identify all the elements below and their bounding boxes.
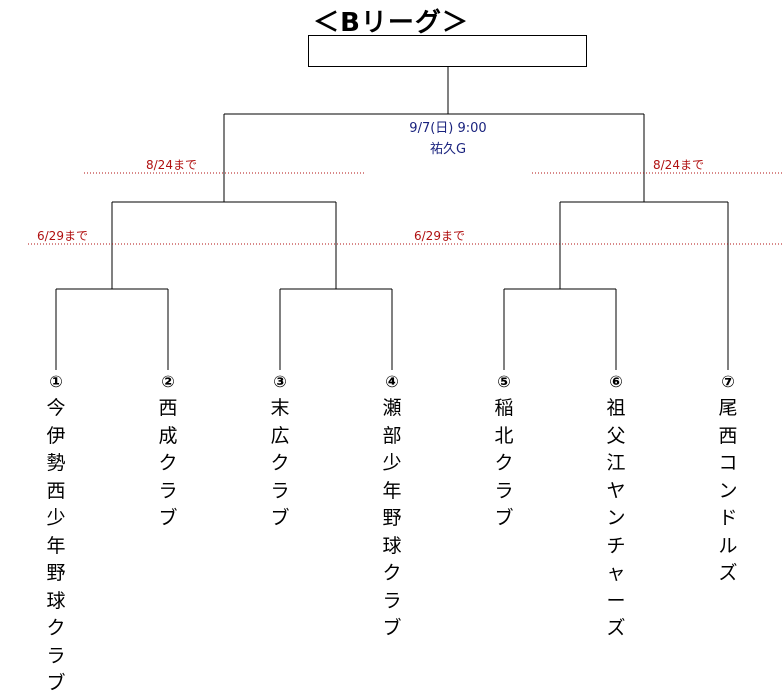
team-number: ④ — [385, 372, 399, 391]
team-1: ① 今伊勢西少年野球クラブ — [42, 372, 70, 698]
champion-box — [308, 35, 587, 67]
team-number: ⑤ — [497, 372, 511, 391]
team-2: ② 西成クラブ — [154, 372, 182, 533]
team-name: 今伊勢西少年野球クラブ — [46, 397, 66, 694]
team-name: 西成クラブ — [158, 397, 178, 529]
team-name: 瀬部少年野球クラブ — [382, 397, 402, 639]
deadline-left-upper: 8/24まで — [146, 158, 197, 172]
team-name: 末広クラブ — [270, 397, 290, 529]
final-match-info: 9/7(日) 9:00 祐久G — [384, 118, 512, 160]
page-title: ＜Bリーグ＞ — [313, 8, 469, 38]
bracket-lines — [28, 67, 782, 370]
team-number: ② — [161, 372, 175, 391]
final-date: 9/7(日) 9:00 — [409, 121, 487, 136]
team-5: ⑤ 稲北クラブ — [490, 372, 518, 533]
team-3: ③ 末広クラブ — [266, 372, 294, 533]
team-number: ⑥ — [609, 372, 623, 391]
bracket-stage: ＜Bリーグ＞ 9/7(日) 9:00 祐久G 8/24まで 8/24まで 6/2… — [28, 8, 782, 694]
team-number: ③ — [273, 372, 287, 391]
team-6: ⑥ 祖父江ヤンチャーズ — [602, 372, 630, 643]
deadline-left-lower: 6/29まで — [37, 229, 88, 243]
team-number: ① — [49, 372, 63, 391]
team-4: ④ 瀬部少年野球クラブ — [378, 372, 406, 643]
team-7: ⑦ 尾西コンドルズ — [714, 372, 742, 588]
deadline-right-upper: 8/24まで — [653, 158, 704, 172]
team-name: 祖父江ヤンチャーズ — [606, 397, 626, 639]
deadline-center-lower: 6/29まで — [414, 229, 465, 243]
team-name: 尾西コンドルズ — [718, 397, 738, 584]
final-venue: 祐久G — [429, 142, 467, 157]
team-name: 稲北クラブ — [494, 397, 514, 529]
team-number: ⑦ — [721, 372, 735, 391]
